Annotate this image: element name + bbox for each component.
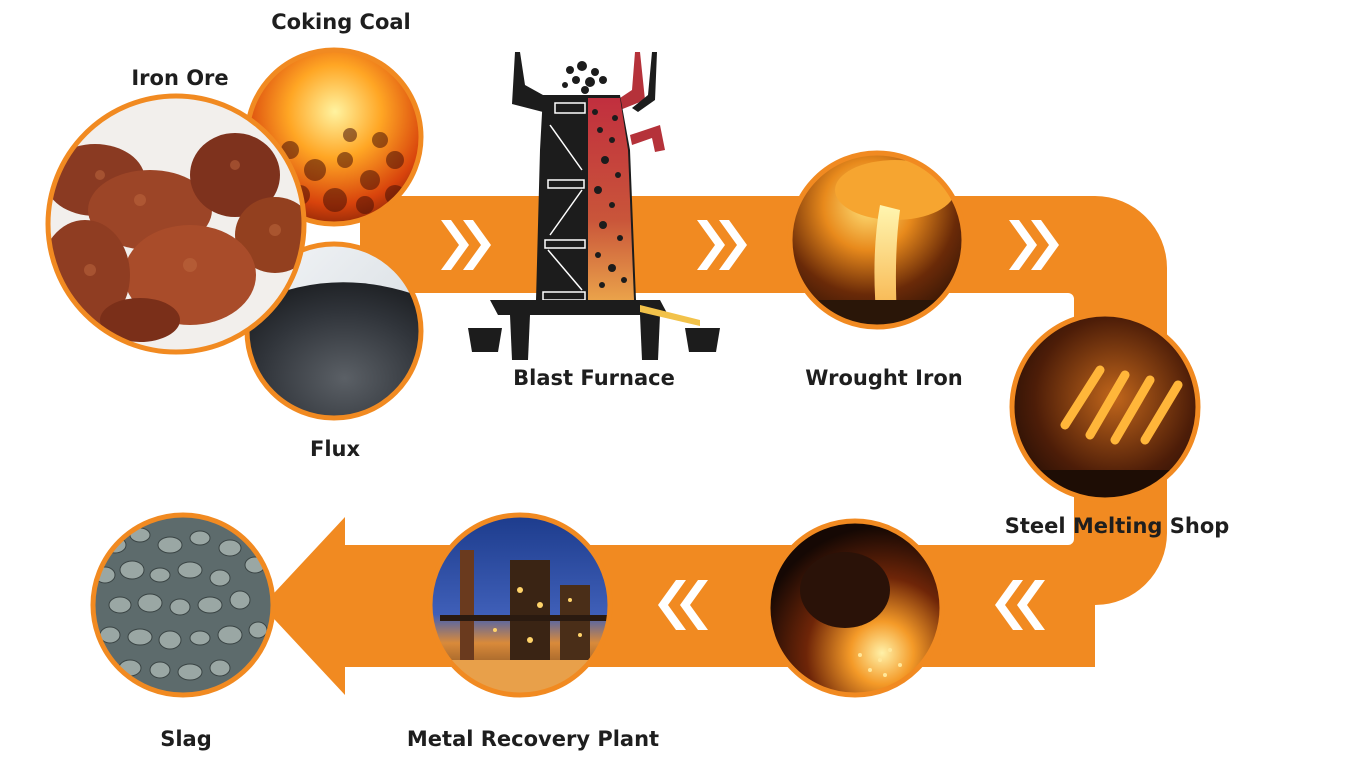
chevron-right-icon (697, 220, 747, 270)
label-blast-furnace: Blast Furnace (513, 366, 675, 390)
pouring-ladle-image (765, 518, 945, 698)
blast-furnace-illustration (468, 52, 720, 360)
label-slag: Slag (160, 727, 212, 751)
label-steel-melting-shop: Steel Melting Shop (1004, 514, 1230, 538)
metal-recovery-plant-image (427, 512, 613, 698)
steel-melting-shop-image (1009, 311, 1201, 503)
chevron-right-icon (1009, 220, 1059, 270)
chevron-right-icon (441, 220, 491, 270)
iron-ore-image (45, 93, 307, 355)
flux-image (244, 241, 424, 421)
label-flux: Flux (309, 437, 361, 461)
label-wrought-iron: Wrought Iron (805, 366, 963, 390)
wrought-iron-image (787, 150, 967, 330)
label-iron-ore: Iron Ore (131, 66, 229, 90)
chevron-left-icon (658, 580, 708, 630)
label-coking-coal: Coking Coal (271, 10, 411, 34)
slag-image (90, 512, 276, 698)
chevron-left-icon (995, 580, 1045, 630)
label-metal-recovery-plant: Metal Recovery Plant (406, 727, 660, 751)
